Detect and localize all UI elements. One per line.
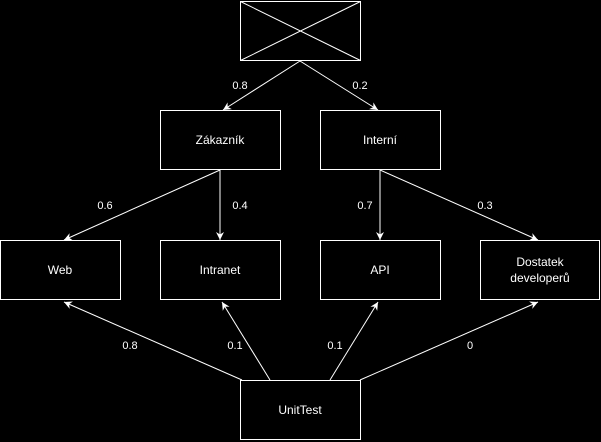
edge-label-root-zakaznik: 0.8 — [232, 80, 247, 92]
node-web-box — [0, 240, 121, 300]
edge-root-interni — [299, 60, 379, 111]
node-interni-label: Interní — [363, 133, 398, 147]
edge-label-root-interni: 0.2 — [352, 80, 367, 92]
image-placeholder-cross-b — [240, 1, 361, 61]
edge-labels: 0.8 0.2 0.6 0.4 0.7 0.3 0.8 0.1 0.1 0 — [97, 80, 492, 352]
edge-unittest-web — [63, 301, 243, 381]
edge-label-unittest-developeri: 0 — [467, 340, 473, 352]
edge-root-zakaznik — [222, 60, 301, 111]
node-unittest: UnitTest — [240, 380, 361, 440]
node-api-label: API — [370, 263, 389, 277]
edge-unittest-developeri — [359, 301, 539, 381]
node-web: Web — [0, 240, 121, 300]
edge-label-interni-api: 0.7 — [357, 200, 372, 212]
node-developeri-box — [480, 240, 600, 300]
node-unittest-label: UnitTest — [278, 403, 322, 417]
node-developeri-label-line2: developerů — [510, 271, 569, 285]
edge-label-unittest-api: 0.1 — [327, 340, 342, 352]
node-zakaznik: Zákazník — [160, 110, 281, 170]
node-web-label: Web — [48, 263, 73, 277]
node-root — [240, 1, 361, 61]
node-intranet-box — [160, 240, 281, 300]
edge-label-unittest-intranet: 0.1 — [227, 340, 242, 352]
node-api-box — [320, 240, 441, 300]
edge-unittest-intranet — [221, 301, 271, 381]
edge-label-unittest-web: 0.8 — [122, 340, 137, 352]
node-zakaznik-label: Zákazník — [196, 133, 246, 147]
edge-label-interni-developeri: 0.3 — [477, 200, 492, 212]
edges — [63, 60, 539, 381]
edge-zakaznik-web — [63, 169, 221, 241]
edge-unittest-api — [329, 301, 379, 381]
edge-label-zakaznik-intranet: 0.4 — [232, 200, 247, 212]
node-api: API — [320, 240, 441, 300]
node-interni: Interní — [320, 110, 441, 170]
node-zakaznik-box — [160, 110, 281, 170]
node-unittest-box — [240, 380, 361, 440]
node-intranet: Intranet — [160, 240, 281, 300]
edge-interni-developeri — [379, 169, 539, 241]
edge-label-zakaznik-web: 0.6 — [97, 200, 112, 212]
node-interni-box — [320, 110, 441, 170]
node-intranet-label: Intranet — [200, 263, 241, 277]
node-developeri: Dostatek developerů — [480, 240, 600, 300]
node-developeri-label-line1: Dostatek — [516, 255, 564, 269]
